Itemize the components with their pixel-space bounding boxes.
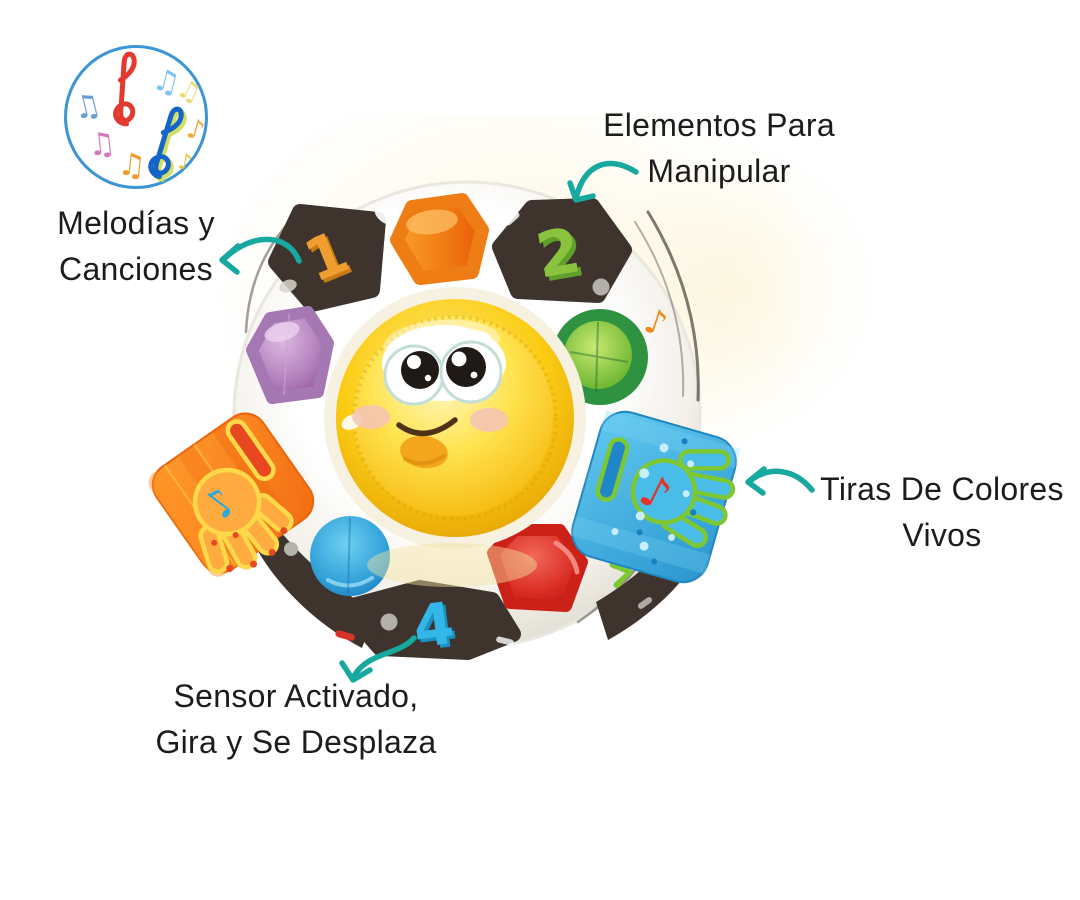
- label-line: Gira y Se Desplaza: [155, 724, 437, 760]
- thumb-bar: [595, 437, 630, 502]
- patch-number-2: 2 2: [492, 198, 632, 303]
- badge-circle: [64, 45, 208, 189]
- thumb-bar: [225, 419, 276, 482]
- plush-ball: 1 1 2 2: [148, 180, 741, 664]
- hand-print: [595, 437, 736, 565]
- right-pupil: [446, 347, 486, 387]
- label-line: Vivos: [902, 517, 982, 553]
- label-line: Melodías y: [57, 205, 215, 241]
- patch-dot: [380, 613, 398, 631]
- svg-text:4: 4: [409, 589, 457, 661]
- yellow-glow-spill: [367, 543, 537, 587]
- right-mitt: ♪: [570, 410, 741, 584]
- patch-highlight: [374, 206, 398, 226]
- label-melodias-canciones: Melodías y Canciones: [10, 200, 262, 292]
- patch-number-4: 4 4: [337, 580, 521, 664]
- red-sliver: [335, 630, 355, 641]
- label-line: Tiras De Colores: [820, 471, 1064, 507]
- label-tiras-de-colores: Tiras De Colores Vivos: [797, 466, 1080, 558]
- patch-orange-hexagon: [390, 193, 489, 285]
- label-sensor-activado: Sensor Activado, Gira y Se Desplaza: [126, 673, 466, 765]
- smiley-face: [324, 287, 586, 587]
- patch-number-1: 1 1: [268, 204, 398, 312]
- arrow-sensor: [339, 635, 417, 683]
- patch-highlight: [496, 636, 514, 646]
- music-note-icon: ♪: [176, 149, 194, 176]
- patch-dot: [592, 278, 610, 296]
- left-mitt: ♪: [148, 412, 315, 577]
- svg-text:4: 4: [412, 592, 460, 664]
- label-line: Manipular: [647, 153, 791, 189]
- label-line: Elementos Para: [603, 107, 835, 143]
- patch-highlight: [637, 597, 653, 609]
- arrow-elementos: [567, 161, 639, 203]
- patch-dot: [279, 279, 297, 293]
- smile-mouth: [396, 417, 458, 437]
- arrow-melodias: [219, 236, 302, 275]
- music-notes-badge: ♫ ♫ ♫ ♫ ♫ ♪ ♪: [64, 45, 208, 189]
- patch-gloss: [264, 322, 300, 342]
- arrow-tiras: [745, 466, 815, 496]
- patch-gloss: [406, 209, 458, 235]
- patch-dot: [284, 542, 298, 556]
- left-cheek: [352, 405, 390, 429]
- patch-highlight: [505, 211, 520, 226]
- patch-purple-hexagon: [246, 306, 334, 404]
- hand-print: [192, 419, 294, 574]
- right-cheek: [470, 408, 508, 432]
- treble-clef-icon: [113, 51, 137, 127]
- label-line: Canciones: [59, 251, 213, 287]
- left-pupil: [401, 351, 439, 389]
- music-note-icon: ♫: [86, 125, 117, 164]
- label-elementos-para-manipular: Elementos Para Manipular: [559, 102, 879, 194]
- label-line: Sensor Activado,: [173, 678, 419, 714]
- treble-clef-icon: [148, 106, 184, 180]
- music-note-icon: ♫: [116, 146, 147, 185]
- patch-blue-circle: [310, 516, 390, 596]
